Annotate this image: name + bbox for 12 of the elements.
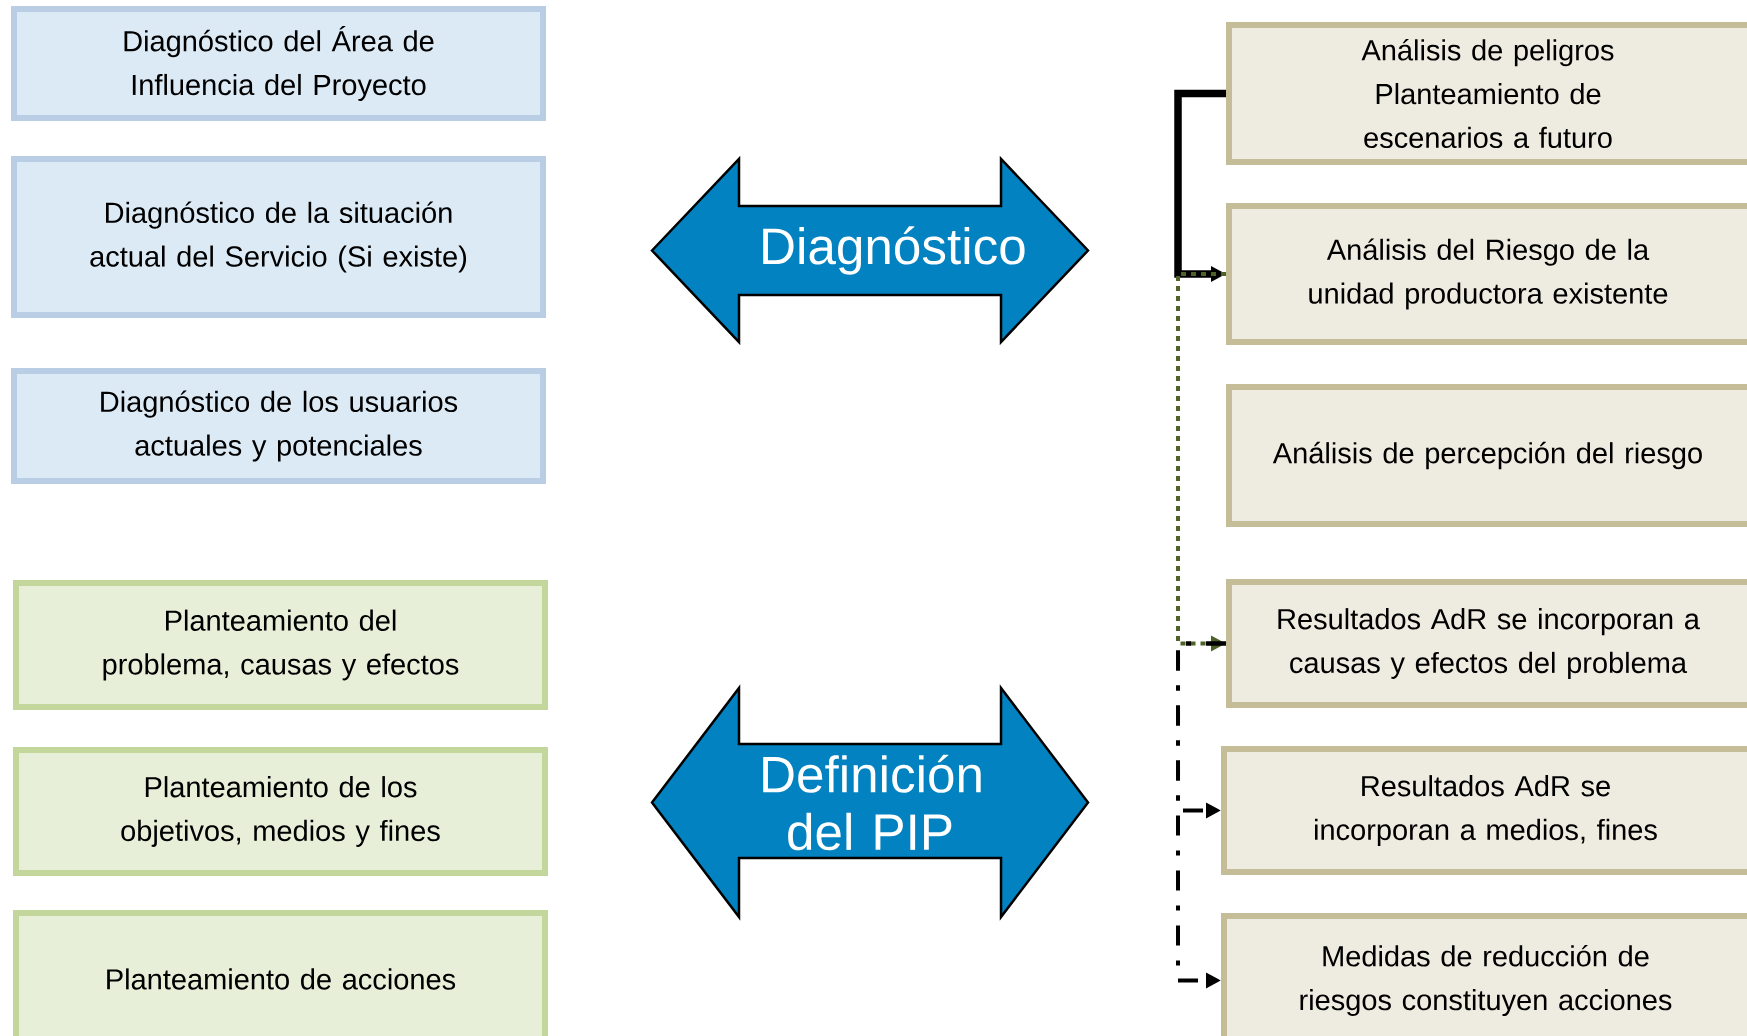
text-box: Planteamiento de los objetivos, medios y fines xyxy=(13,747,548,876)
text-box: Diagnóstico de los usuarios actuales y potenciales xyxy=(11,368,546,484)
text-box: Análisis de percepción del riesgo xyxy=(1226,384,1747,527)
text-box: Medidas de reducción de riesgos constituyen acciones xyxy=(1221,913,1747,1036)
text-box: Análisis del Riesgo de la unidad productora existente xyxy=(1226,203,1747,345)
text-box: Resultados AdR se incorporan a causas y efectos del problema xyxy=(1226,579,1747,708)
text-box: Diagnóstico de la situación actual del Servicio (Si existe) xyxy=(11,156,546,318)
text-box: Resultados AdR se incorporan a medios, fines xyxy=(1221,746,1747,875)
text-box: Diagnóstico del Área de Influencia del Proyecto xyxy=(11,6,546,121)
text-box: Análisis de peligros Planteamiento de escenarios a futuro xyxy=(1226,22,1747,165)
text-box: Planteamiento del problema, causas y efectos xyxy=(13,580,548,710)
text-box: Planteamiento de acciones xyxy=(13,910,548,1036)
